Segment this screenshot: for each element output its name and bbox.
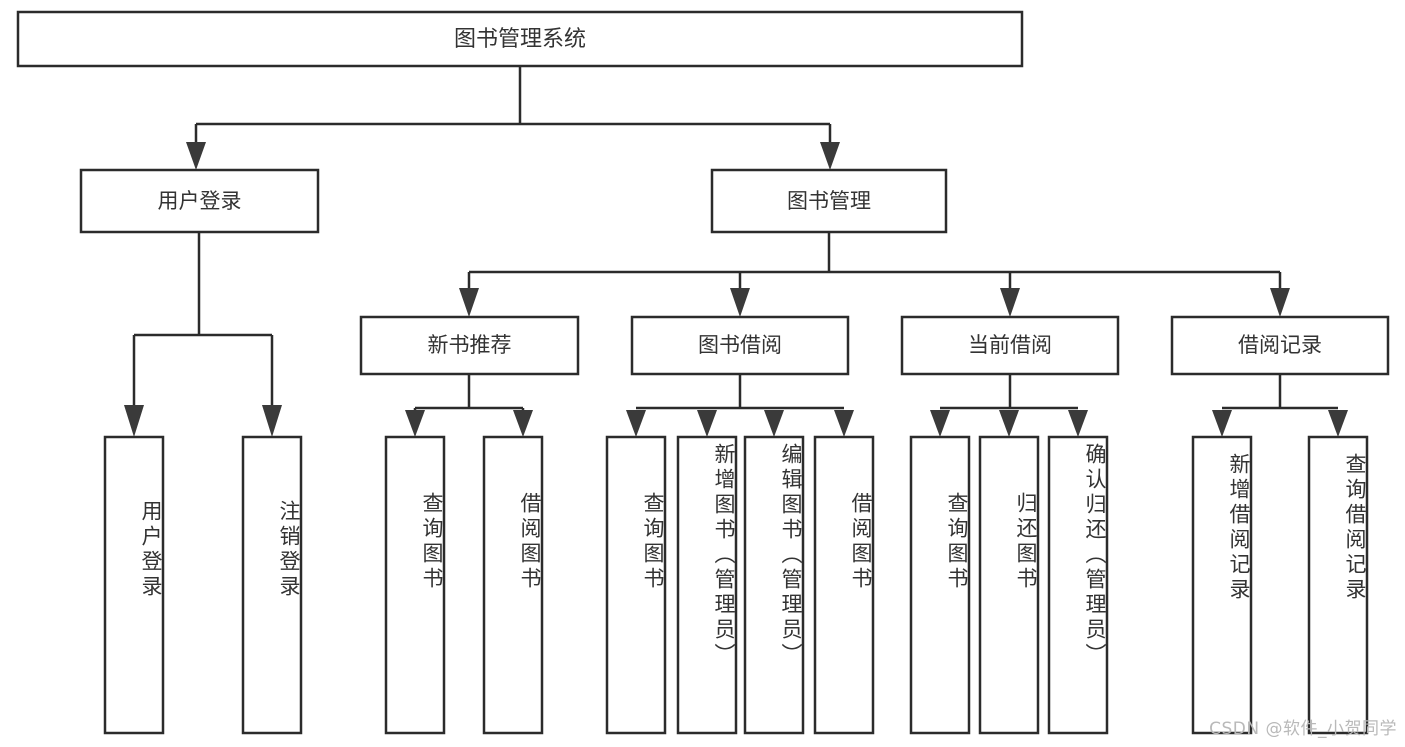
arrow-new-book-leaf2: [513, 410, 533, 437]
leaf-box-current-borrow-3[interactable]: [1047, 435, 1109, 735]
current-borrow-label: 当前借阅: [968, 333, 1052, 357]
arrow-book-borrow-leaf2: [697, 410, 717, 437]
leaf-box-current-borrow-1[interactable]: [909, 435, 971, 735]
leaf-box-new-book-1[interactable]: [384, 435, 446, 735]
borrow-record-box: [1170, 315, 1390, 376]
book-management-box: [710, 168, 948, 234]
leaf-box-borrow-record-1[interactable]: [1191, 435, 1253, 735]
borrow-record-label: 借阅记录: [1238, 333, 1322, 357]
leaf-box-current-borrow-2[interactable]: [978, 435, 1040, 735]
arrow-borrow-record-leaf2: [1328, 410, 1348, 437]
arrow-current-borrow-leaf1: [930, 410, 950, 437]
new-book-recommend-label: 新书推荐: [428, 333, 512, 357]
arrow-current-borrow-leaf3: [1068, 410, 1088, 437]
arrow-new-book-leaf1: [405, 410, 425, 437]
book-borrow-box: [630, 315, 850, 376]
arrow-user-login-leaf1: [124, 405, 144, 437]
arrow-to-book-mgmt: [820, 142, 840, 170]
new-book-recommend-box: [359, 315, 580, 376]
arrow-book-borrow-leaf4: [834, 410, 854, 437]
leaf-box-book-borrow-3[interactable]: [743, 435, 805, 735]
node-book-management[interactable]: 图书管理: [710, 168, 948, 234]
root-label: 图书管理系统: [454, 27, 586, 52]
node-user-login[interactable]: 用户登录: [79, 168, 320, 234]
root-box: [16, 10, 1024, 68]
book-management-label: 图书管理: [787, 189, 871, 213]
arrow-to-current-borrow: [1000, 288, 1020, 317]
node-book-borrow[interactable]: 图书借阅: [630, 315, 850, 376]
arrow-to-user-login: [186, 142, 206, 170]
arrow-user-login-leaf2: [262, 405, 282, 437]
node-current-borrow[interactable]: 当前借阅: [900, 315, 1120, 376]
arrow-book-borrow-leaf3: [764, 410, 784, 437]
arrow-borrow-record-leaf1: [1212, 410, 1232, 437]
leaf-box-user-login-2[interactable]: [241, 435, 303, 735]
arrow-book-borrow-leaf1: [626, 410, 646, 437]
user-login-label: 用户登录: [158, 189, 242, 213]
node-new-book-recommend[interactable]: 新书推荐: [359, 315, 580, 376]
leaf-box-user-login-1[interactable]: [103, 435, 165, 735]
leaf-box-book-borrow-1[interactable]: [605, 435, 667, 735]
leaf-box-borrow-record-2[interactable]: [1307, 435, 1369, 735]
leaf-box-book-borrow-2[interactable]: [676, 435, 738, 735]
leaf-box-new-book-2[interactable]: [482, 435, 544, 735]
arrow-to-new-book: [459, 288, 479, 317]
arrow-to-book-borrow: [730, 288, 750, 317]
arrow-to-borrow-record: [1270, 288, 1290, 317]
leaf-box-book-borrow-4[interactable]: [813, 435, 875, 735]
node-root[interactable]: 图书管理系统: [16, 10, 1024, 68]
current-borrow-box: [900, 315, 1120, 376]
watermark-text: CSDN @软件_小贺同学: [1209, 719, 1397, 739]
node-borrow-record[interactable]: 借阅记录: [1170, 315, 1390, 376]
book-borrow-label: 图书借阅: [698, 333, 782, 357]
arrow-current-borrow-leaf2: [999, 410, 1019, 437]
